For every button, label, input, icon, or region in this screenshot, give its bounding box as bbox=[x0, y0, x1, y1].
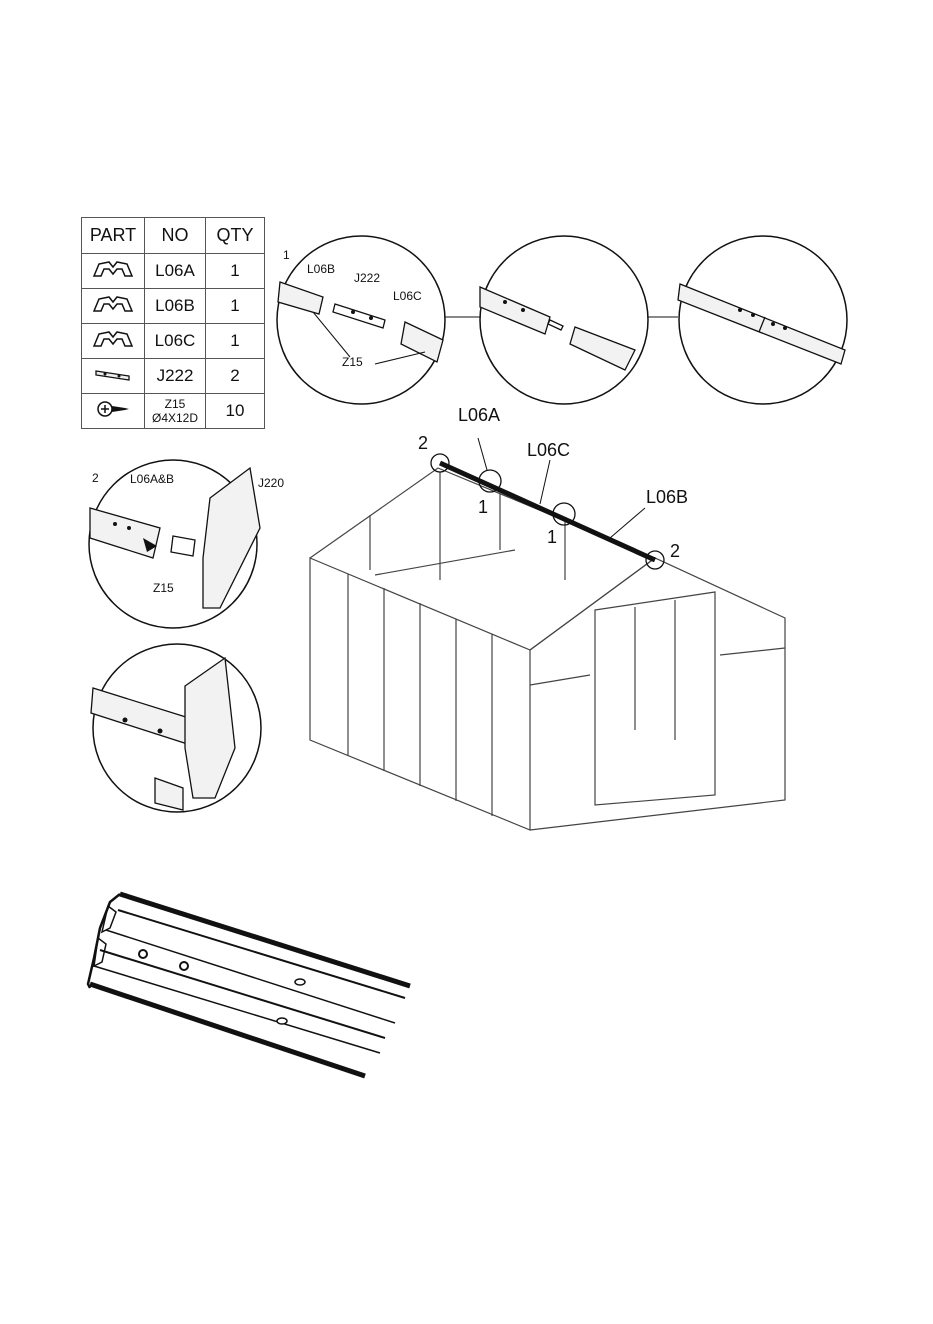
screw-icon bbox=[82, 394, 145, 429]
step2-detail-illustration bbox=[85, 458, 275, 848]
part-qty: 2 bbox=[206, 359, 265, 394]
header-part: PART bbox=[82, 218, 145, 254]
label-l06a: L06A bbox=[458, 405, 500, 426]
part-number: Z15 Ø4X12D bbox=[145, 394, 206, 429]
label-l06b: L06B bbox=[307, 262, 335, 276]
label-l06b: L06B bbox=[646, 487, 688, 508]
parts-table-header: PART NO QTY bbox=[82, 218, 265, 254]
part-number: L06B bbox=[145, 289, 206, 324]
label-l06c: L06C bbox=[393, 289, 422, 303]
part-number: L06A bbox=[145, 254, 206, 289]
header-qty: QTY bbox=[206, 218, 265, 254]
label-z15: Z15 bbox=[342, 355, 363, 369]
part-qty: 10 bbox=[206, 394, 265, 429]
roof-connector-icon bbox=[82, 324, 145, 359]
part-number: L06C bbox=[145, 324, 206, 359]
joint-bar-icon bbox=[82, 359, 145, 394]
label-l06c: L06C bbox=[527, 440, 570, 461]
step1-detail-illustration bbox=[275, 232, 845, 407]
label-j220: J220 bbox=[258, 476, 284, 490]
part-number-size: Ø4X12D bbox=[145, 411, 205, 425]
part-number-code: Z15 bbox=[145, 397, 205, 411]
label-j222: J222 bbox=[354, 271, 380, 285]
position-1-a: 1 bbox=[478, 497, 488, 518]
header-no: NO bbox=[145, 218, 206, 254]
part-number: J222 bbox=[145, 359, 206, 394]
position-2-right: 2 bbox=[670, 541, 680, 562]
greenhouse-illustration bbox=[300, 430, 800, 840]
roof-connector-icon bbox=[82, 289, 145, 324]
label-z15: Z15 bbox=[153, 581, 174, 595]
part-qty: 1 bbox=[206, 324, 265, 359]
parts-table: PART NO QTY L06A 1 L06B 1 L06C 1 bbox=[81, 217, 265, 429]
table-row: J222 2 bbox=[82, 359, 265, 394]
table-row: L06A 1 bbox=[82, 254, 265, 289]
part-qty: 1 bbox=[206, 254, 265, 289]
roof-profile-illustration bbox=[80, 888, 415, 1088]
table-row: L06C 1 bbox=[82, 324, 265, 359]
roof-connector-icon bbox=[82, 254, 145, 289]
position-2-left: 2 bbox=[418, 433, 428, 454]
label-l06a-and-b: L06A&B bbox=[130, 472, 174, 486]
table-row: Z15 Ø4X12D 10 bbox=[82, 394, 265, 429]
part-qty: 1 bbox=[206, 289, 265, 324]
position-1-b: 1 bbox=[547, 527, 557, 548]
table-row: L06B 1 bbox=[82, 289, 265, 324]
